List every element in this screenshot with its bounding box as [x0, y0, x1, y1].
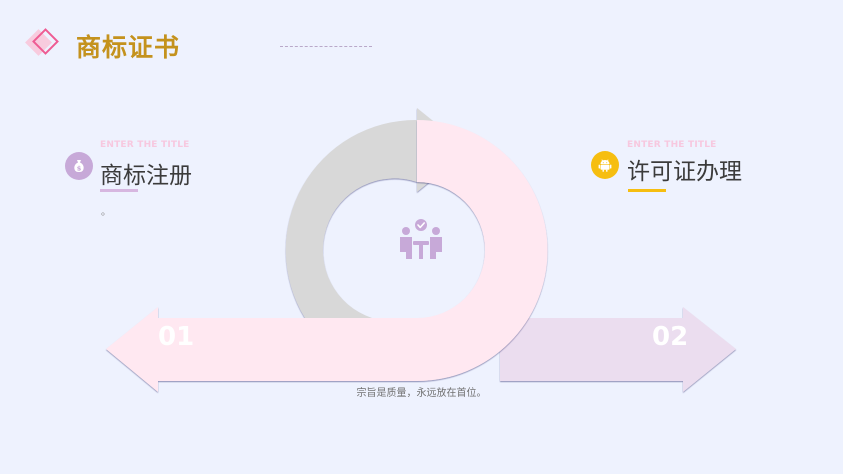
right-item-heading: 许可证办理 [627, 159, 742, 185]
svg-text:$: $ [77, 164, 82, 172]
android-icon [591, 151, 619, 179]
page-title: 商标证书 [76, 33, 181, 62]
team-check-icon [400, 219, 442, 259]
slide-caption: 宗旨是质量，永远放在首位。 [356, 388, 487, 399]
diamond-logo-icon [25, 28, 59, 56]
right-item-underline [628, 189, 666, 192]
title-divider [280, 46, 372, 47]
left-item-note: 。 [101, 207, 111, 218]
left-arrow-01 [106, 120, 548, 392]
left-item-heading: 商标注册 [100, 163, 192, 189]
right-arrow-02 [500, 307, 736, 392]
arrow-number-01: 01 [158, 322, 194, 352]
right-item-eyebrow: ENTER THE TITLE [627, 140, 717, 150]
arrow-number-02: 02 [652, 322, 688, 352]
left-item-underline [100, 189, 138, 192]
left-item-eyebrow: ENTER THE TITLE [100, 140, 190, 150]
money-bag-icon: $ [65, 152, 93, 180]
